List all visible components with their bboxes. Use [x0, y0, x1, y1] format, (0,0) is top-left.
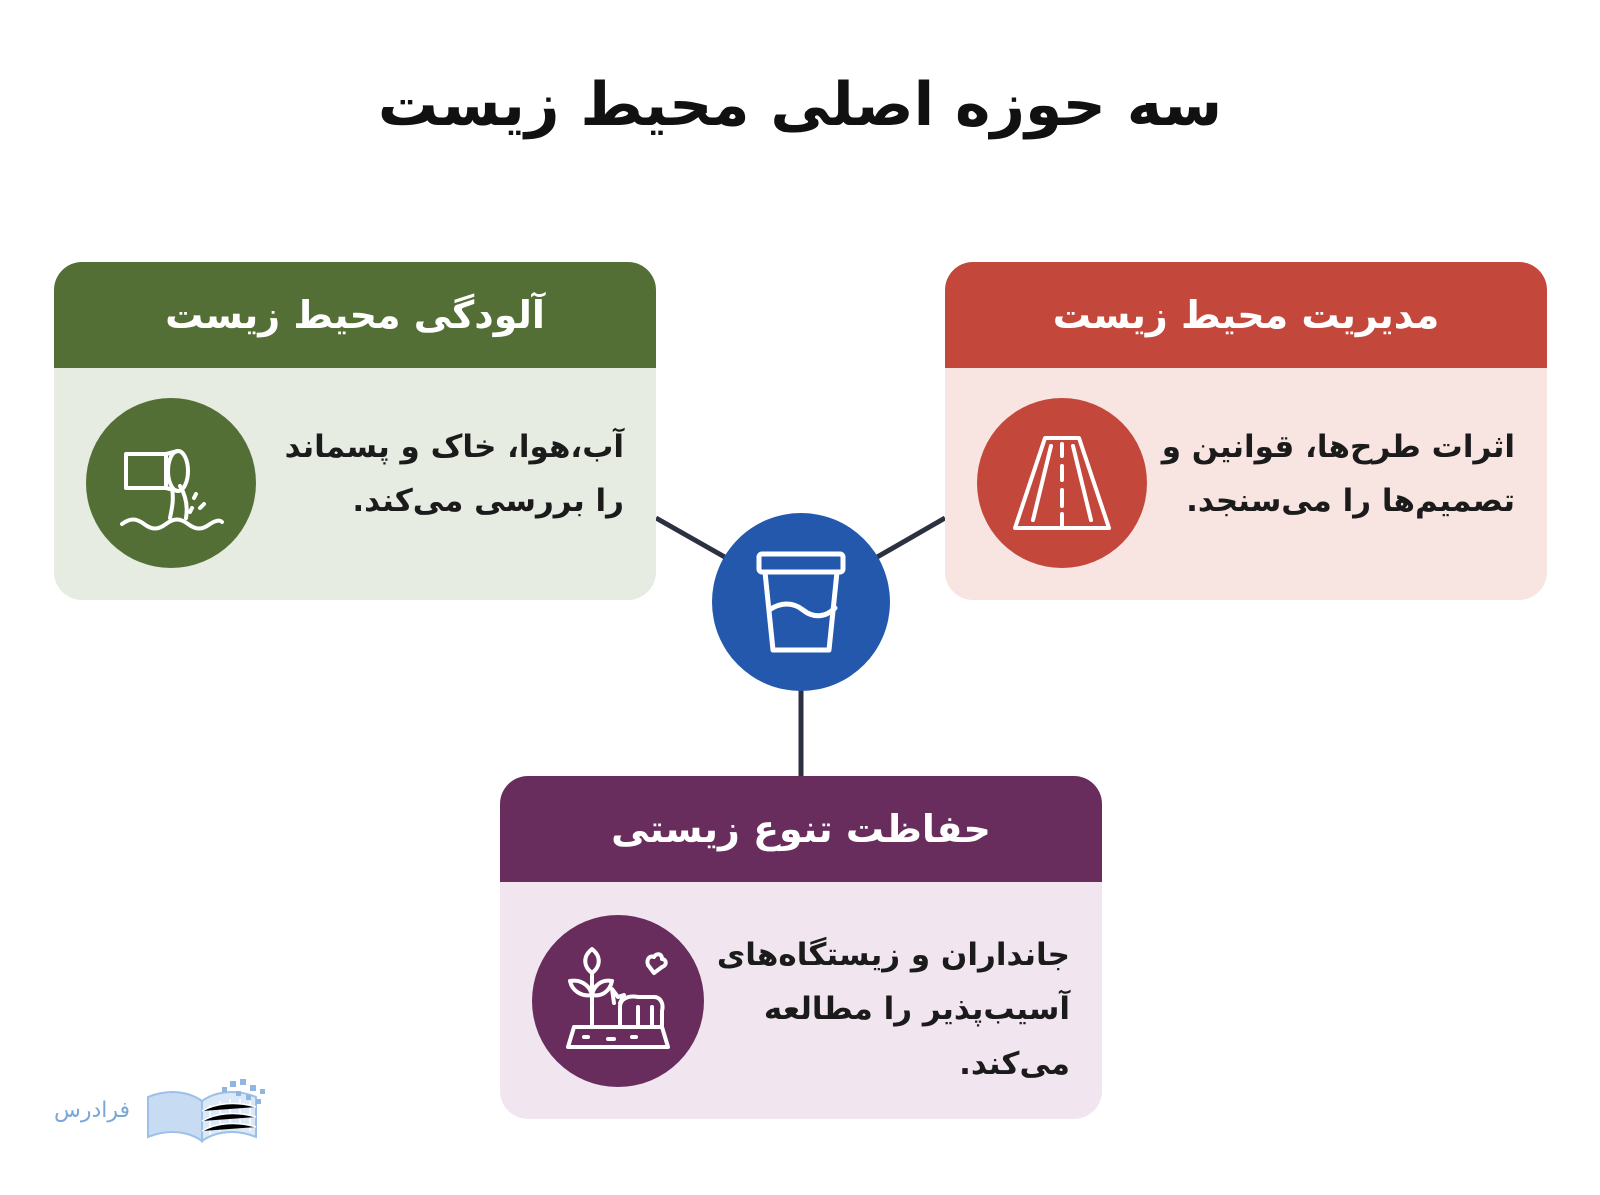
page-title: سه حوزه اصلی محیط زیست	[377, 70, 1223, 140]
logo-text: فرادرس	[54, 1097, 131, 1123]
card-management-line-2: تصمیم‌ها را می‌سنجد.	[1186, 483, 1515, 520]
brand-logo: فرادرس	[54, 1075, 268, 1145]
card-pollution-title: آلودگی محیط زیست	[165, 293, 545, 337]
card-biodiversity-body: جانداران و زیستگاه‌های آسیب‌پذیر را مطال…	[500, 882, 1102, 1119]
management-icon-circle	[977, 398, 1147, 568]
card-biodiversity-description: جانداران و زیستگاه‌های آسیب‌پذیر را مطال…	[717, 928, 1070, 1091]
wildlife-plant-icon	[566, 947, 670, 1049]
pollution-icon-circle	[86, 398, 256, 568]
card-management-title: مدیریت محیط زیست	[1052, 293, 1440, 337]
card-biodiversity-header: حفاظت تنوع زیستی	[500, 776, 1102, 882]
connector-right	[870, 515, 947, 563]
water-container-icon	[756, 551, 846, 653]
card-pollution-line-2: را بررسی می‌کند.	[352, 483, 624, 520]
central-hub	[712, 513, 890, 691]
card-biodiversity-title: حفاظت تنوع زیستی	[611, 807, 991, 851]
card-management-description: اثرات طرح‌ها، قوانین و تصمیم‌ها را می‌سن…	[1162, 420, 1515, 529]
card-pollution-description: آب،هوا، خاک و پسماند را بررسی می‌کند.	[285, 420, 624, 529]
card-biodiversity-line-2: آسیب‌پذیر را مطالعه	[763, 991, 1070, 1028]
card-pollution-line-1: آب،هوا، خاک و پسماند	[284, 429, 624, 465]
card-pollution: آلودگی محیط زیست آب،هوا، خاک و پسماند را…	[54, 262, 656, 600]
card-biodiversity-line-3: می‌کند.	[959, 1045, 1070, 1082]
connector-left	[654, 515, 732, 563]
card-management-body: اثرات طرح‌ها، قوانین و تصمیم‌ها را می‌سن…	[945, 368, 1547, 600]
biodiversity-icon-circle	[532, 915, 704, 1087]
card-management: مدیریت محیط زیست اثرات طرح‌ها، قوانین و …	[945, 262, 1547, 600]
card-pollution-body: آب،هوا، خاک و پسماند را بررسی می‌کند.	[54, 368, 656, 600]
card-management-line-1: اثرات طرح‌ها، قوانین و	[1161, 429, 1515, 465]
card-management-header: مدیریت محیط زیست	[945, 262, 1547, 368]
road-icon	[1013, 436, 1111, 530]
open-book-icon	[147, 1079, 266, 1143]
card-biodiversity-line-1: جانداران و زیستگاه‌های	[716, 937, 1070, 973]
card-biodiversity: حفاظت تنوع زیستی جانداران و زیستگاه‌های …	[500, 776, 1102, 1119]
card-pollution-header: آلودگی محیط زیست	[54, 262, 656, 368]
pipe-discharge-icon	[120, 449, 224, 531]
